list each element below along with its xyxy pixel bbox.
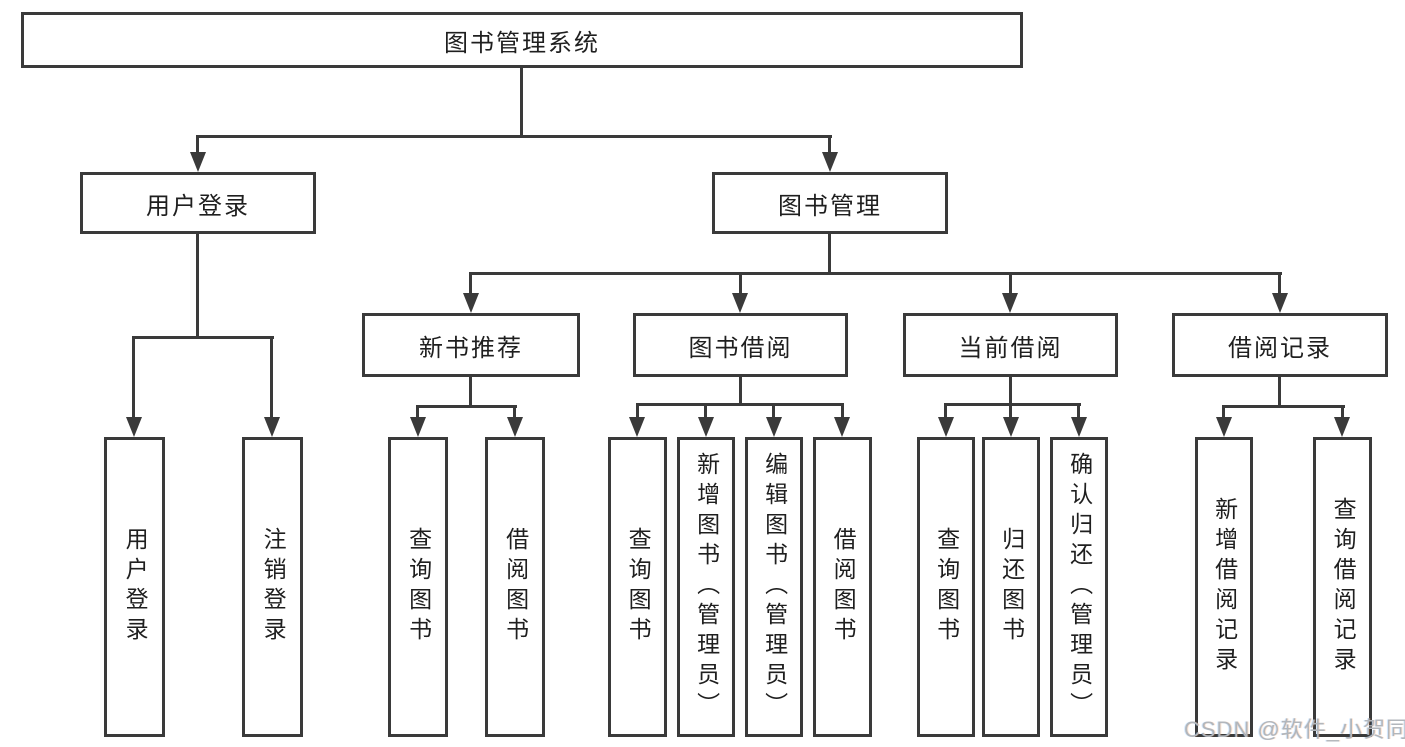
node-book-borrow-label: 图书借阅: [688, 334, 793, 362]
connector-line: [944, 403, 1081, 406]
arrow-down-icon: [190, 152, 206, 172]
node-root: 图书管理系统: [21, 12, 1023, 68]
node-new-book-recommend: 新书推荐: [362, 313, 580, 377]
leaf-nb-query-books: 查询图书: [388, 437, 448, 737]
arrow-down-icon: [1216, 417, 1232, 437]
leaf-br-add-record: 新增借阅记录: [1195, 437, 1253, 737]
connector-line: [841, 403, 844, 421]
leaf-br-query-record: 查询借阅记录: [1313, 437, 1372, 737]
node-current-borrow-label: 当前借阅: [958, 334, 1063, 362]
leaf-cb-return-books-label: 归还图书: [998, 527, 1025, 647]
arrow-down-icon: [1071, 417, 1087, 437]
node-book-management: 图书管理: [712, 172, 948, 234]
leaf-user-login: 用户登录: [104, 437, 165, 737]
connector-line: [772, 403, 775, 421]
connector-line: [828, 234, 831, 275]
leaf-br-query-record-label: 查询借阅记录: [1330, 497, 1357, 677]
connector-line: [739, 377, 742, 406]
arrow-down-icon: [822, 152, 838, 172]
node-user-login-label: 用户登录: [146, 192, 250, 220]
leaf-bb-query-books: 查询图书: [608, 437, 667, 737]
arrow-down-icon: [463, 293, 479, 313]
connector-line: [1341, 405, 1344, 421]
node-new-book-recommend-label: 新书推荐: [419, 334, 523, 362]
arrow-down-icon: [834, 417, 850, 437]
leaf-cb-query-books: 查询图书: [917, 437, 975, 737]
node-borrow-records-label: 借阅记录: [1228, 334, 1332, 362]
connector-line: [1222, 405, 1225, 421]
leaf-cb-query-books-label: 查询图书: [933, 527, 960, 647]
arrow-down-icon: [1272, 293, 1288, 313]
connector-line: [270, 336, 273, 421]
leaf-bb-edit-books-admin: 编辑图书（管理员）: [745, 437, 803, 737]
node-book-management-label: 图书管理: [778, 192, 882, 220]
connector-line: [1009, 272, 1012, 296]
node-user-login: 用户登录: [80, 172, 316, 234]
connector-line: [1278, 377, 1281, 408]
connector-line: [513, 405, 516, 421]
connector-line: [739, 272, 742, 296]
arrow-down-icon: [507, 417, 523, 437]
connector-line: [1077, 403, 1080, 421]
leaf-bb-borrow-books-label: 借阅图书: [830, 527, 857, 647]
leaf-bb-query-books-label: 查询图书: [625, 527, 652, 647]
connector-line: [196, 135, 832, 138]
node-borrow-records: 借阅记录: [1172, 313, 1388, 377]
node-book-borrow: 图书借阅: [633, 313, 848, 377]
connector-line: [132, 336, 135, 421]
leaf-br-add-record-label: 新增借阅记录: [1211, 497, 1238, 677]
connector-line: [1222, 405, 1345, 408]
leaf-bb-borrow-books: 借阅图书: [813, 437, 872, 737]
connector-line: [944, 403, 947, 421]
connector-line: [520, 68, 523, 135]
leaf-bb-add-books-admin: 新增图书（管理员）: [677, 437, 735, 737]
leaf-bb-add-books-admin-label: 新增图书（管理员）: [693, 452, 720, 722]
watermark: CSDN @软件_小贺同学: [1184, 717, 1405, 742]
leaf-nb-borrow-books-label: 借阅图书: [502, 527, 529, 647]
connector-line: [132, 336, 274, 339]
connector-line: [469, 272, 472, 296]
connector-line: [1278, 272, 1281, 296]
leaf-nb-borrow-books: 借阅图书: [485, 437, 545, 737]
connector-line: [469, 272, 1282, 275]
arrow-down-icon: [629, 417, 645, 437]
leaf-user-login-label: 用户登录: [122, 527, 149, 647]
connector-line: [828, 135, 831, 160]
connector-line: [196, 234, 199, 336]
connector-line: [636, 403, 844, 406]
connector-line: [416, 405, 419, 421]
connector-line: [1009, 403, 1012, 421]
arrow-down-icon: [126, 417, 142, 437]
connector-line: [416, 405, 517, 408]
connector-line: [636, 403, 639, 421]
node-root-label: 图书管理系统: [444, 29, 600, 57]
leaf-nb-query-books-label: 查询图书: [405, 527, 432, 647]
leaf-logout: 注销登录: [242, 437, 303, 737]
leaf-bb-edit-books-admin-label: 编辑图书（管理员）: [761, 452, 788, 722]
arrow-down-icon: [732, 293, 748, 313]
arrow-down-icon: [1334, 417, 1350, 437]
arrow-down-icon: [766, 417, 782, 437]
arrow-down-icon: [410, 417, 426, 437]
arrow-down-icon: [938, 417, 954, 437]
connector-line: [1009, 377, 1012, 406]
leaf-cb-return-books: 归还图书: [982, 437, 1040, 737]
node-current-borrow: 当前借阅: [903, 313, 1118, 377]
connector-line: [469, 377, 472, 408]
leaf-cb-confirm-return-admin: 确认归还（管理员）: [1050, 437, 1108, 737]
connector-line: [704, 403, 707, 421]
connector-line: [196, 135, 199, 160]
arrow-down-icon: [1002, 293, 1018, 313]
arrow-down-icon: [698, 417, 714, 437]
leaf-logout-label: 注销登录: [260, 527, 287, 647]
leaf-cb-confirm-return-admin-label: 确认归还（管理员）: [1066, 452, 1093, 722]
arrow-down-icon: [264, 417, 280, 437]
arrow-down-icon: [1003, 417, 1019, 437]
